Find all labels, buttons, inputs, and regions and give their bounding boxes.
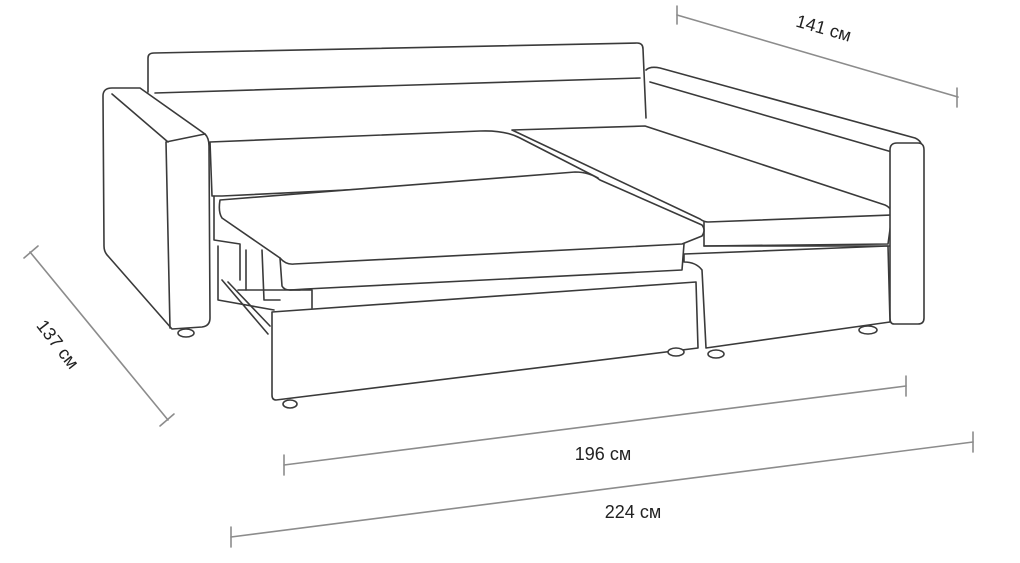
front-drawer-foot-right [667, 347, 685, 357]
label-196: 196 см [575, 444, 631, 464]
chaise-backrest [645, 66, 923, 149]
left-armrest-front [165, 133, 206, 329]
label-141: 141 см [794, 11, 854, 46]
dimension-line-137 [29, 251, 169, 421]
chaise-base-foot [707, 349, 725, 359]
pullout-mechanism [213, 195, 313, 335]
left-armrest-seam [111, 93, 169, 143]
chaise-base [683, 245, 891, 349]
front-drawer-foot-left [282, 399, 298, 409]
left-armrest [102, 87, 211, 330]
dimension-224: 224 см [230, 431, 974, 548]
dimension-196: 196 см [283, 375, 907, 476]
dimension-line-224 [230, 441, 974, 538]
label-224: 224 см [605, 502, 661, 522]
sofa-backrest [147, 42, 647, 119]
sofa-backrest-seam [154, 77, 641, 94]
sofa-drawing [102, 42, 925, 409]
dimension-141: 141 см [676, 5, 959, 108]
left-armrest-foot [177, 328, 195, 338]
right-armrest [889, 142, 925, 325]
label-137: 137 см [32, 316, 82, 373]
right-armrest-foot [858, 325, 878, 335]
dimension-line-141 [676, 14, 959, 98]
dimension-line-196 [283, 385, 907, 466]
front-drawer [271, 281, 699, 401]
pullout-mattress [218, 171, 705, 265]
chaise-backrest-seam [649, 81, 893, 153]
